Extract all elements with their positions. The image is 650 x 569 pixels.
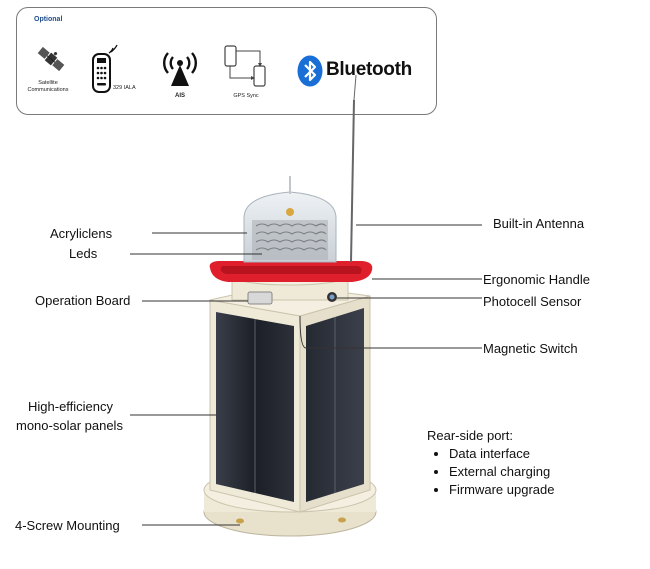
rear-port-list: Data interface External charging Firmwar…	[427, 446, 555, 497]
rear-port-item-data-interface: Data interface	[449, 446, 555, 461]
high-efficiency-label-1: High-efficiency	[28, 399, 114, 414]
rear-port-info: Rear-side port: Data interface External …	[427, 428, 555, 500]
built-in-antenna-label: Built-in Antenna	[493, 216, 585, 231]
remote-control-icon	[92, 44, 118, 93]
ergonomic-handle-label: Ergonomic Handle	[483, 272, 590, 287]
satellite-label-2: Communications	[27, 87, 69, 94]
magnetic-switch-label: Magnetic Switch	[483, 341, 578, 356]
leds-label: Leds	[69, 246, 98, 261]
iala-label: 329 IALA	[113, 85, 136, 91]
bluetooth-icon	[297, 55, 323, 87]
optional-title: Optional	[34, 16, 63, 23]
bluetooth-label: Bluetooth	[326, 59, 412, 80]
ais-label: AIS	[174, 93, 185, 99]
rear-port-item-external-charging: External charging	[449, 464, 555, 479]
operation-board-label: Operation Board	[35, 293, 131, 308]
ais-antenna-icon	[163, 52, 197, 86]
rear-port-item-firmware-upgrade: Firmware upgrade	[449, 482, 555, 497]
screw-mounting-label: 4-Screw Mounting	[15, 518, 120, 533]
satellite-label-1: Satellite	[38, 80, 58, 86]
gps-sync-icon	[224, 45, 266, 87]
photocell-sensor-label: Photocell Sensor	[483, 294, 582, 309]
high-efficiency-label-2: mono-solar panels	[16, 418, 123, 433]
acryliclens-label: Acryliclens	[50, 226, 113, 241]
gps-sync-label: GPS Sync	[233, 93, 259, 99]
satellite-icon	[37, 46, 65, 72]
rear-port-title: Rear-side port:	[427, 428, 513, 443]
